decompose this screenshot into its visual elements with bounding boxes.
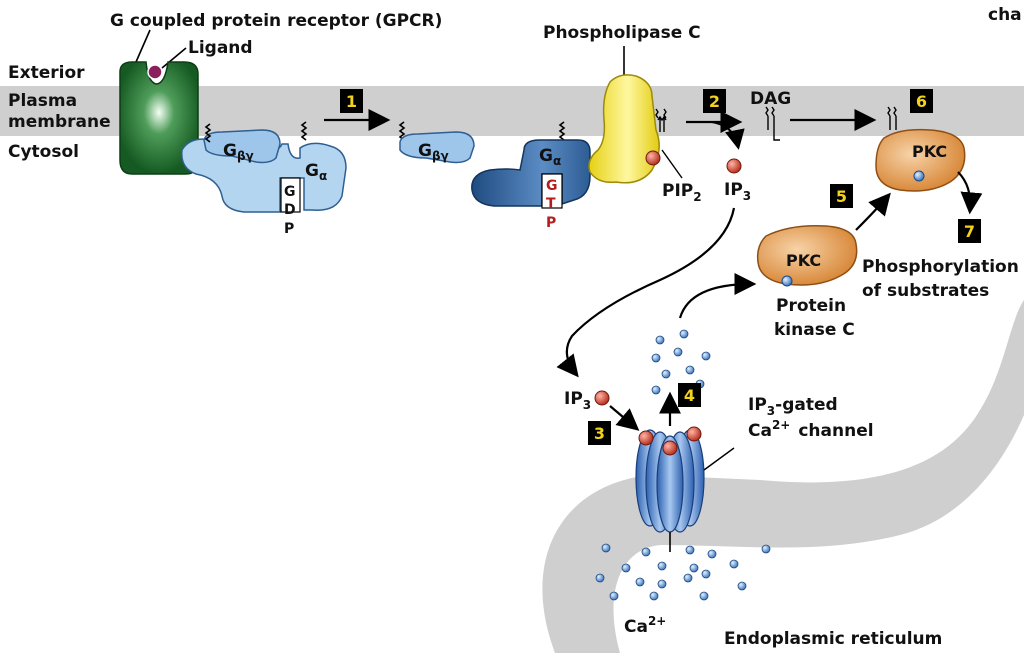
g-betagamma-label: Gβγ (223, 141, 254, 163)
cut-off-label: cha (988, 5, 1022, 25)
er-membrane (542, 300, 1024, 653)
plasma-label: Plasma (8, 91, 77, 111)
ca-ions-er (595, 543, 771, 601)
dag-lipid-icon (765, 106, 775, 130)
kinase-label: kinase C (774, 320, 855, 340)
step3-arrow (609, 405, 640, 431)
g-alpha-active (471, 139, 591, 207)
pkc-active (875, 128, 966, 192)
g-alpha-label: Gα (305, 161, 327, 183)
g-betagamma-free-label: Gβγ (418, 141, 449, 163)
pkc-cyt-ca-ion (781, 275, 793, 287)
gated-label: IP3-gated (748, 395, 838, 418)
ligand-molecule (147, 64, 163, 80)
ip3-bound-molecule (594, 390, 610, 406)
channel-leader (703, 447, 735, 471)
pkc-active-label: PKC (912, 142, 947, 161)
ip3-diffusion-arrow (556, 207, 736, 378)
exterior-label: Exterior (8, 63, 85, 83)
svg-text:5: 5 (836, 187, 847, 206)
ca-ions-cytosol (651, 329, 711, 395)
gdp-p: P (284, 221, 294, 237)
protein-label: Protein (776, 296, 846, 316)
lipid-anchor-icon (558, 121, 566, 141)
gtp-slot (541, 173, 563, 209)
gtp-p: P (546, 215, 556, 231)
gdp-d: D (284, 202, 296, 218)
er-label: Endoplasmic reticulum (724, 629, 942, 649)
ca-channel-label: Ca2+channel (748, 418, 874, 441)
pkc-cytosolic (756, 224, 858, 286)
lipid-tail-icon (663, 108, 667, 119)
ip3-site-2 (662, 440, 678, 456)
gpcr-receptor (119, 61, 199, 175)
ip3-molecule (726, 158, 742, 174)
ca-er-label: Ca2+ (624, 614, 666, 637)
membrane-label: membrane (8, 112, 111, 132)
dag-label: DAG (750, 89, 791, 109)
lipid-tail-icon (655, 108, 659, 119)
ip3-gated-channel (635, 429, 705, 533)
step-7-badge: 7 (958, 219, 981, 243)
step-4-badge: 4 (678, 383, 701, 407)
pip2-lipid-icon (657, 115, 667, 132)
step-5-badge: 5 (830, 184, 853, 208)
phosphorylation-label: Phosphorylation (862, 257, 1019, 277)
svg-text:6: 6 (916, 92, 927, 111)
gdp-g: G (284, 184, 296, 200)
ip3-site-3 (686, 426, 702, 442)
g-betagamma-inactive (203, 129, 281, 164)
step-1-badge: 1 (340, 89, 363, 113)
step5-arrow (855, 192, 891, 231)
gpcr-label: G coupled protein receptor (GPCR) (110, 11, 442, 31)
gdp-slot (280, 177, 301, 213)
step-2-badge: 2 (703, 89, 726, 113)
pip2-headgroup (645, 150, 661, 166)
svg-text:7: 7 (964, 222, 975, 241)
phospholipase-label: Phospholipase C (543, 23, 701, 43)
lipid-anchor-icon (204, 123, 212, 143)
ip3-channel-label: IP3 (564, 389, 591, 412)
ca-to-pkc-arrow (678, 273, 757, 319)
step-3-badge: 3 (588, 421, 611, 445)
step-6-badge: 6 (910, 89, 933, 113)
g-alpha-active-label: Gα (539, 146, 561, 168)
svg-text:4: 4 (684, 386, 695, 405)
ligand-leader (161, 47, 187, 69)
svg-text:2: 2 (709, 92, 720, 111)
gpcr-leader (135, 29, 151, 63)
svg-text:1: 1 (346, 92, 357, 111)
pip2-label: PIP2 (662, 181, 702, 204)
ip3-label: IP3 (724, 180, 751, 203)
ip3-site-1 (638, 430, 654, 446)
substrates-label: of substrates (862, 281, 989, 301)
step7-arrow (957, 171, 983, 215)
gtp-t: T (546, 196, 556, 212)
ip3-release-arrow (711, 121, 745, 150)
g-betagamma-free (399, 131, 475, 164)
gtp-g: G (546, 178, 558, 194)
lipid-anchor-icon (300, 121, 308, 141)
lipid-anchor-icon (398, 121, 406, 141)
svg-text:3: 3 (594, 424, 605, 443)
pkc-dag-lipid-icon (887, 106, 897, 130)
ligand-label: Ligand (188, 38, 253, 58)
dag-headgroup-icon (773, 130, 780, 141)
pip2-leader (661, 149, 683, 179)
pkc-ca-ion (913, 170, 925, 182)
cytosol-label: Cytosol (8, 142, 79, 162)
phospholipase-c (588, 74, 660, 184)
pkc-cytosolic-label: PKC (786, 251, 821, 270)
